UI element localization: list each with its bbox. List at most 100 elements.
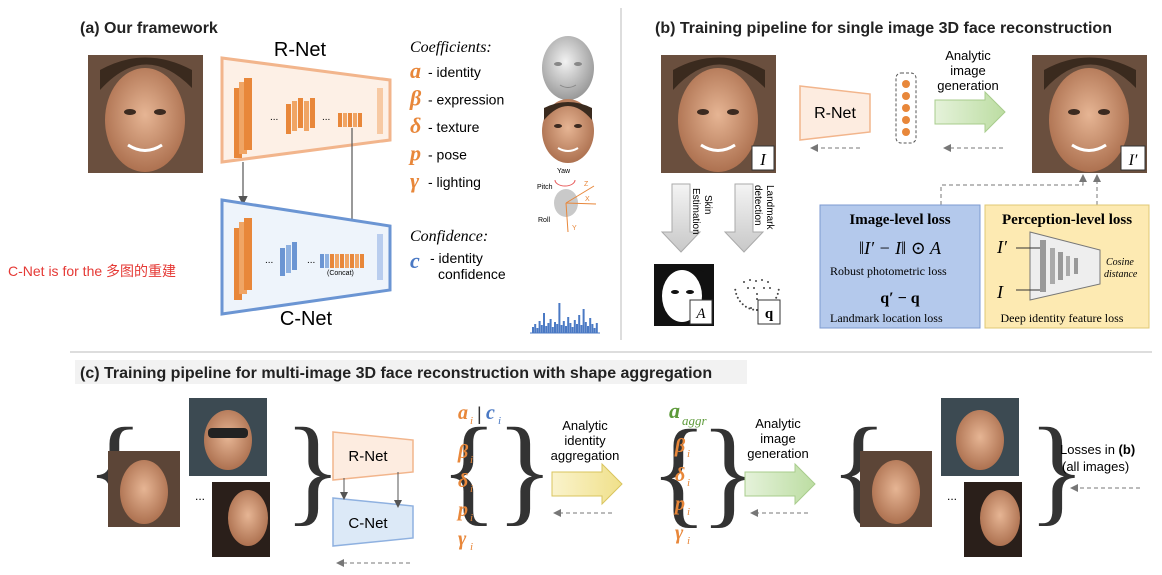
analytic-gen-1: Analytic [945,48,991,63]
skin-label-2: Estimation [690,188,701,235]
histogram-bar [549,319,552,333]
landmark-point [777,288,780,291]
coefficients-heading: Coefficients: [410,39,492,56]
histogram-bar [560,325,563,333]
landmark-point [736,296,739,299]
histogram-bar [534,324,537,333]
histogram-bar [558,303,561,333]
coefficient-symbol: δ [410,113,421,138]
rnet-label: R-Net [274,39,327,61]
coefficient-label: - lighting [428,174,481,190]
image-loss-caption-2: Landmark location loss [830,311,943,325]
coefficient-subscript: i [470,454,473,466]
losses-label-1: Losses in (b) [1060,442,1135,457]
gen-label-2: image [760,431,795,446]
gen-label-1: Analytic [755,416,801,431]
image-level-loss-box [819,204,981,329]
coefficient-label: - pose [428,147,467,163]
svg-text:Yaw: Yaw [557,168,571,175]
coefficient-symbol: β [674,435,686,457]
histogram-bar [547,323,550,333]
landmark-point [743,281,745,283]
aggr-symbol: a [669,398,680,423]
landmark-point [734,288,737,291]
landmark-point [747,287,749,289]
losses-label-2: (all images) [1062,459,1129,474]
histogram-bar [538,321,541,333]
coef-brace-close: } [496,403,554,536]
histogram-bar [576,324,578,333]
perception-caption: Deep identity feature loss [1001,311,1124,325]
coefficient-subscript: i [687,448,690,460]
panel-c-title-bg [75,360,747,384]
confidence-heading: Confidence: [410,228,488,245]
pose-axes-diagram: Yaw Pitch Roll Z X Y [537,168,597,233]
rnet-box-label: R-Net [814,105,856,122]
agg-label-3: aggregation [551,448,620,463]
svg-text:i: i [470,415,473,427]
svg-text:i: i [498,415,501,427]
landmark-point [738,300,741,303]
svg-text:Z: Z [584,181,589,188]
rnet-dots-2: ... [322,112,330,123]
coefficient-symbol: p [408,141,421,166]
histogram-bar [595,323,598,333]
histogram-bar [567,317,570,333]
histogram-bar [556,324,559,333]
svg-text:Pitch: Pitch [537,184,553,191]
aggr-brace-open: { [650,405,708,538]
svg-text:c: c [486,402,495,424]
histogram-bar [593,328,596,333]
face-recognition-layers [1040,240,1078,292]
perception-loss-title: Perception-level loss [1002,212,1132,228]
coefficient-subscript: i [470,512,473,524]
face-recognition-network [1029,231,1101,301]
landmark-point [776,292,779,295]
coefficient-symbol: γ [410,168,420,193]
input-face-photo [88,55,203,173]
cnet-dots-1: ... [265,255,273,266]
coefficient-subscript: i [687,506,690,518]
panel-b-title: (b) Training pipeline for single image 3… [655,20,1112,37]
landmark-formula: q′ − q [880,290,920,307]
landmark-point [735,292,738,295]
histogram-bar [582,309,585,333]
cosine-label-1: Cosine [1106,257,1134,268]
rnet-layers [234,78,383,158]
coefficient-label: - expression [428,92,504,108]
landmark-detection-arrow [723,183,765,253]
landmark-label-2: detection [752,185,763,226]
coefficient-subscript: i [470,541,473,553]
gen-label-3: generation [747,446,808,461]
coefficient-symbol: γ [458,528,467,550]
landmark-point [769,287,771,289]
histogram-bar [532,327,534,333]
histogram-bar [589,318,592,333]
c-rnet-box [332,431,414,481]
agg-label-2: identity [564,433,606,448]
image-loss-arrow [940,174,1087,205]
agg-label-1: Analytic [562,418,608,433]
c-cnet-box [332,497,414,547]
svg-text:a: a [458,402,468,424]
histogram-bar [587,326,589,333]
coefficient-subscript: i [470,483,473,495]
cnet-dots-2: ... [307,255,315,266]
histogram-bar [545,326,548,333]
output-brace-close: } [1028,403,1086,536]
perception-bottom-label: I [996,282,1004,302]
analytic-gen-2: image [950,63,985,78]
coefficient-symbol: β [409,86,422,111]
histogram-bar [569,323,572,333]
landmark-point [775,296,778,299]
coefficient-symbol: β [457,441,469,463]
c-generation-arrow [744,462,816,506]
histogram-bar [571,327,574,333]
coefficient-subscript: i [687,477,690,489]
histogram-bar [536,328,539,333]
histogram-bar [580,325,583,333]
histogram-bar [565,326,567,333]
cosine-label-2: distance [1104,269,1138,280]
